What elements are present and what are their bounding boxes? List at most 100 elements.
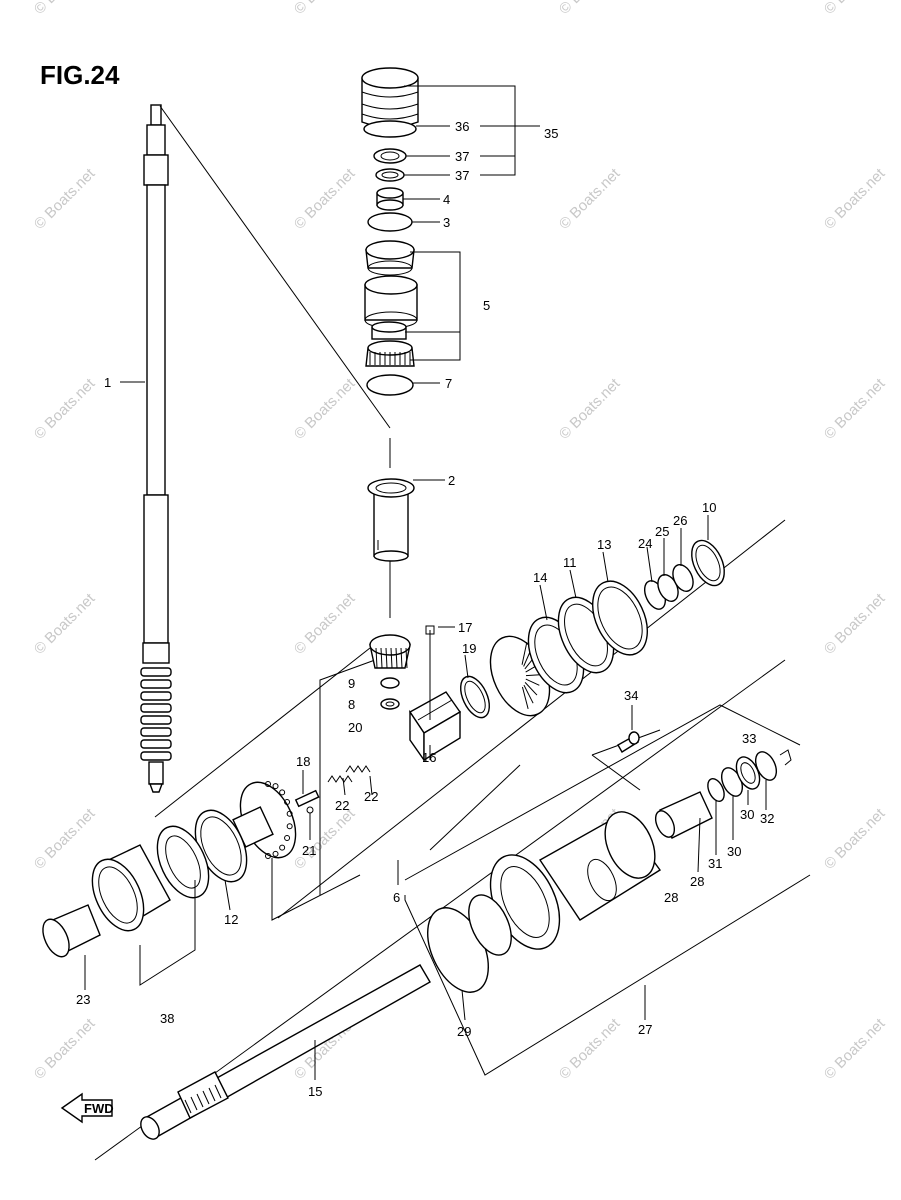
shim-7[interactable]	[366, 374, 414, 396]
bushing-19[interactable]	[455, 672, 495, 722]
callout-33: 33	[742, 731, 756, 746]
gear-tooth	[375, 647, 378, 669]
circlip-31[interactable]	[705, 776, 728, 804]
guide-lines	[94, 105, 811, 1161]
watermark-text: © Boats.net	[31, 375, 99, 443]
ring-3[interactable]	[367, 212, 413, 232]
ball-21[interactable]	[306, 806, 314, 814]
gear-tooth	[380, 647, 383, 669]
callout-17: 17	[458, 620, 472, 635]
water-pump-housing[interactable]	[361, 67, 419, 128]
forward-gear[interactable]	[229, 774, 306, 867]
callout-14: 14	[533, 570, 547, 585]
callout-38: 38	[160, 1011, 174, 1026]
watermark-text: © Boats.net	[31, 805, 99, 873]
drive-shaft-sleeve[interactable]	[367, 478, 415, 562]
callout-22a: 22	[335, 798, 349, 813]
bearing-4[interactable]	[376, 187, 404, 211]
watermark-text: © Boats.net	[556, 165, 624, 233]
fwd-arrow-icon: FWD	[60, 1092, 114, 1124]
watermark-text: © Boats.net	[556, 0, 624, 18]
shaft-spline-ring	[140, 667, 172, 677]
drive-shaft[interactable]	[140, 104, 172, 793]
gear-tooth	[390, 647, 393, 669]
gear-tooth	[284, 835, 291, 841]
callout-30a: 30	[727, 844, 741, 859]
leader-lines	[84, 85, 767, 1080]
pinion-gear[interactable]	[369, 634, 411, 669]
bearing-in-housing[interactable]	[460, 888, 520, 961]
shaft-spline-ring	[140, 691, 172, 701]
bushing-23[interactable]	[38, 904, 101, 961]
oil-seal-37-lower[interactable]	[375, 168, 405, 182]
spring-22[interactable]	[327, 765, 371, 783]
callout-3: 3	[443, 215, 450, 230]
callout-2: 2	[448, 473, 455, 488]
ring-26[interactable]	[669, 562, 697, 595]
watermark-text: © Boats.net	[821, 590, 889, 658]
ring-32[interactable]	[752, 749, 781, 784]
bolt-34[interactable]	[617, 731, 640, 753]
figure-title: FIG.24	[40, 60, 120, 90]
bearing-sleeve[interactable]	[364, 275, 418, 329]
gear-tooth	[279, 789, 286, 796]
shim-12[interactable]	[185, 802, 257, 889]
callout-35: 35	[544, 126, 558, 141]
callout-8: 8	[348, 697, 355, 712]
shaft-spline-ring	[140, 739, 172, 749]
shaft-spline	[214, 1084, 222, 1099]
bevel-tooth	[521, 686, 529, 710]
watermark-text: © Boats.net	[821, 805, 889, 873]
propeller-shaft[interactable]	[137, 964, 431, 1142]
callout-18: 18	[296, 754, 310, 769]
callout-28b: 28	[664, 890, 678, 905]
callout-36: 36	[455, 119, 469, 134]
callout-23: 23	[76, 992, 90, 1007]
shaft-spline-ring	[140, 703, 172, 713]
shim-13[interactable]	[582, 573, 658, 664]
watermark-text: © Boats.net	[291, 0, 359, 18]
washer-8[interactable]	[380, 698, 400, 710]
callout-31: 31	[708, 856, 722, 871]
callout-1: 1	[104, 375, 111, 390]
shim-10[interactable]	[685, 535, 731, 590]
watermark-text: © Boats.net	[556, 375, 624, 443]
gear-tooth	[385, 647, 388, 669]
push-rod-18[interactable]	[294, 789, 320, 808]
bevel-tooth	[521, 642, 528, 665]
watermark-text: © Boats.net	[31, 165, 99, 233]
bearing-cup[interactable]	[82, 844, 171, 939]
callout-9: 9	[348, 676, 355, 691]
shaft-spline	[190, 1096, 198, 1111]
callout-20: 20	[348, 720, 362, 735]
nut-9[interactable]	[380, 677, 400, 689]
oil-seal-37-upper[interactable]	[373, 148, 407, 164]
oil-seal-30-b[interactable]	[732, 753, 764, 792]
callout-30b: 30	[740, 807, 754, 822]
taper-bearing-lower[interactable]	[365, 340, 415, 367]
fwd-label: FWD	[84, 1101, 114, 1116]
bevel-tooth	[524, 682, 538, 696]
seal-ring-36[interactable]	[363, 120, 417, 138]
gear-tooth	[265, 781, 271, 787]
watermark-text: © Boats.net	[821, 375, 889, 443]
bevel-tooth	[525, 674, 541, 677]
shaft-spline-ring	[140, 715, 172, 725]
taper-bearing-upper[interactable]	[365, 240, 415, 276]
callout-13: 13	[597, 537, 611, 552]
callout-27: 27	[638, 1022, 652, 1037]
watermark-text: © Boats.net	[31, 590, 99, 658]
callout-28a: 28	[690, 874, 704, 889]
shaft-spline-ring	[140, 727, 172, 737]
shaft-spline	[196, 1093, 204, 1108]
callout-6: 6	[393, 890, 400, 905]
gear-tooth	[405, 647, 408, 669]
bearing-race[interactable]	[371, 321, 407, 340]
callout-12: 12	[224, 912, 238, 927]
needle-bearing-28[interactable]	[652, 791, 713, 840]
clip-33[interactable]	[779, 749, 792, 766]
clutch-dog[interactable]	[408, 691, 462, 763]
shaft-spline	[202, 1090, 210, 1105]
callout-labels: 1 2 3 4 5 6 7 8 9 10 11 12 13 14 15 16 1…	[76, 119, 774, 1099]
